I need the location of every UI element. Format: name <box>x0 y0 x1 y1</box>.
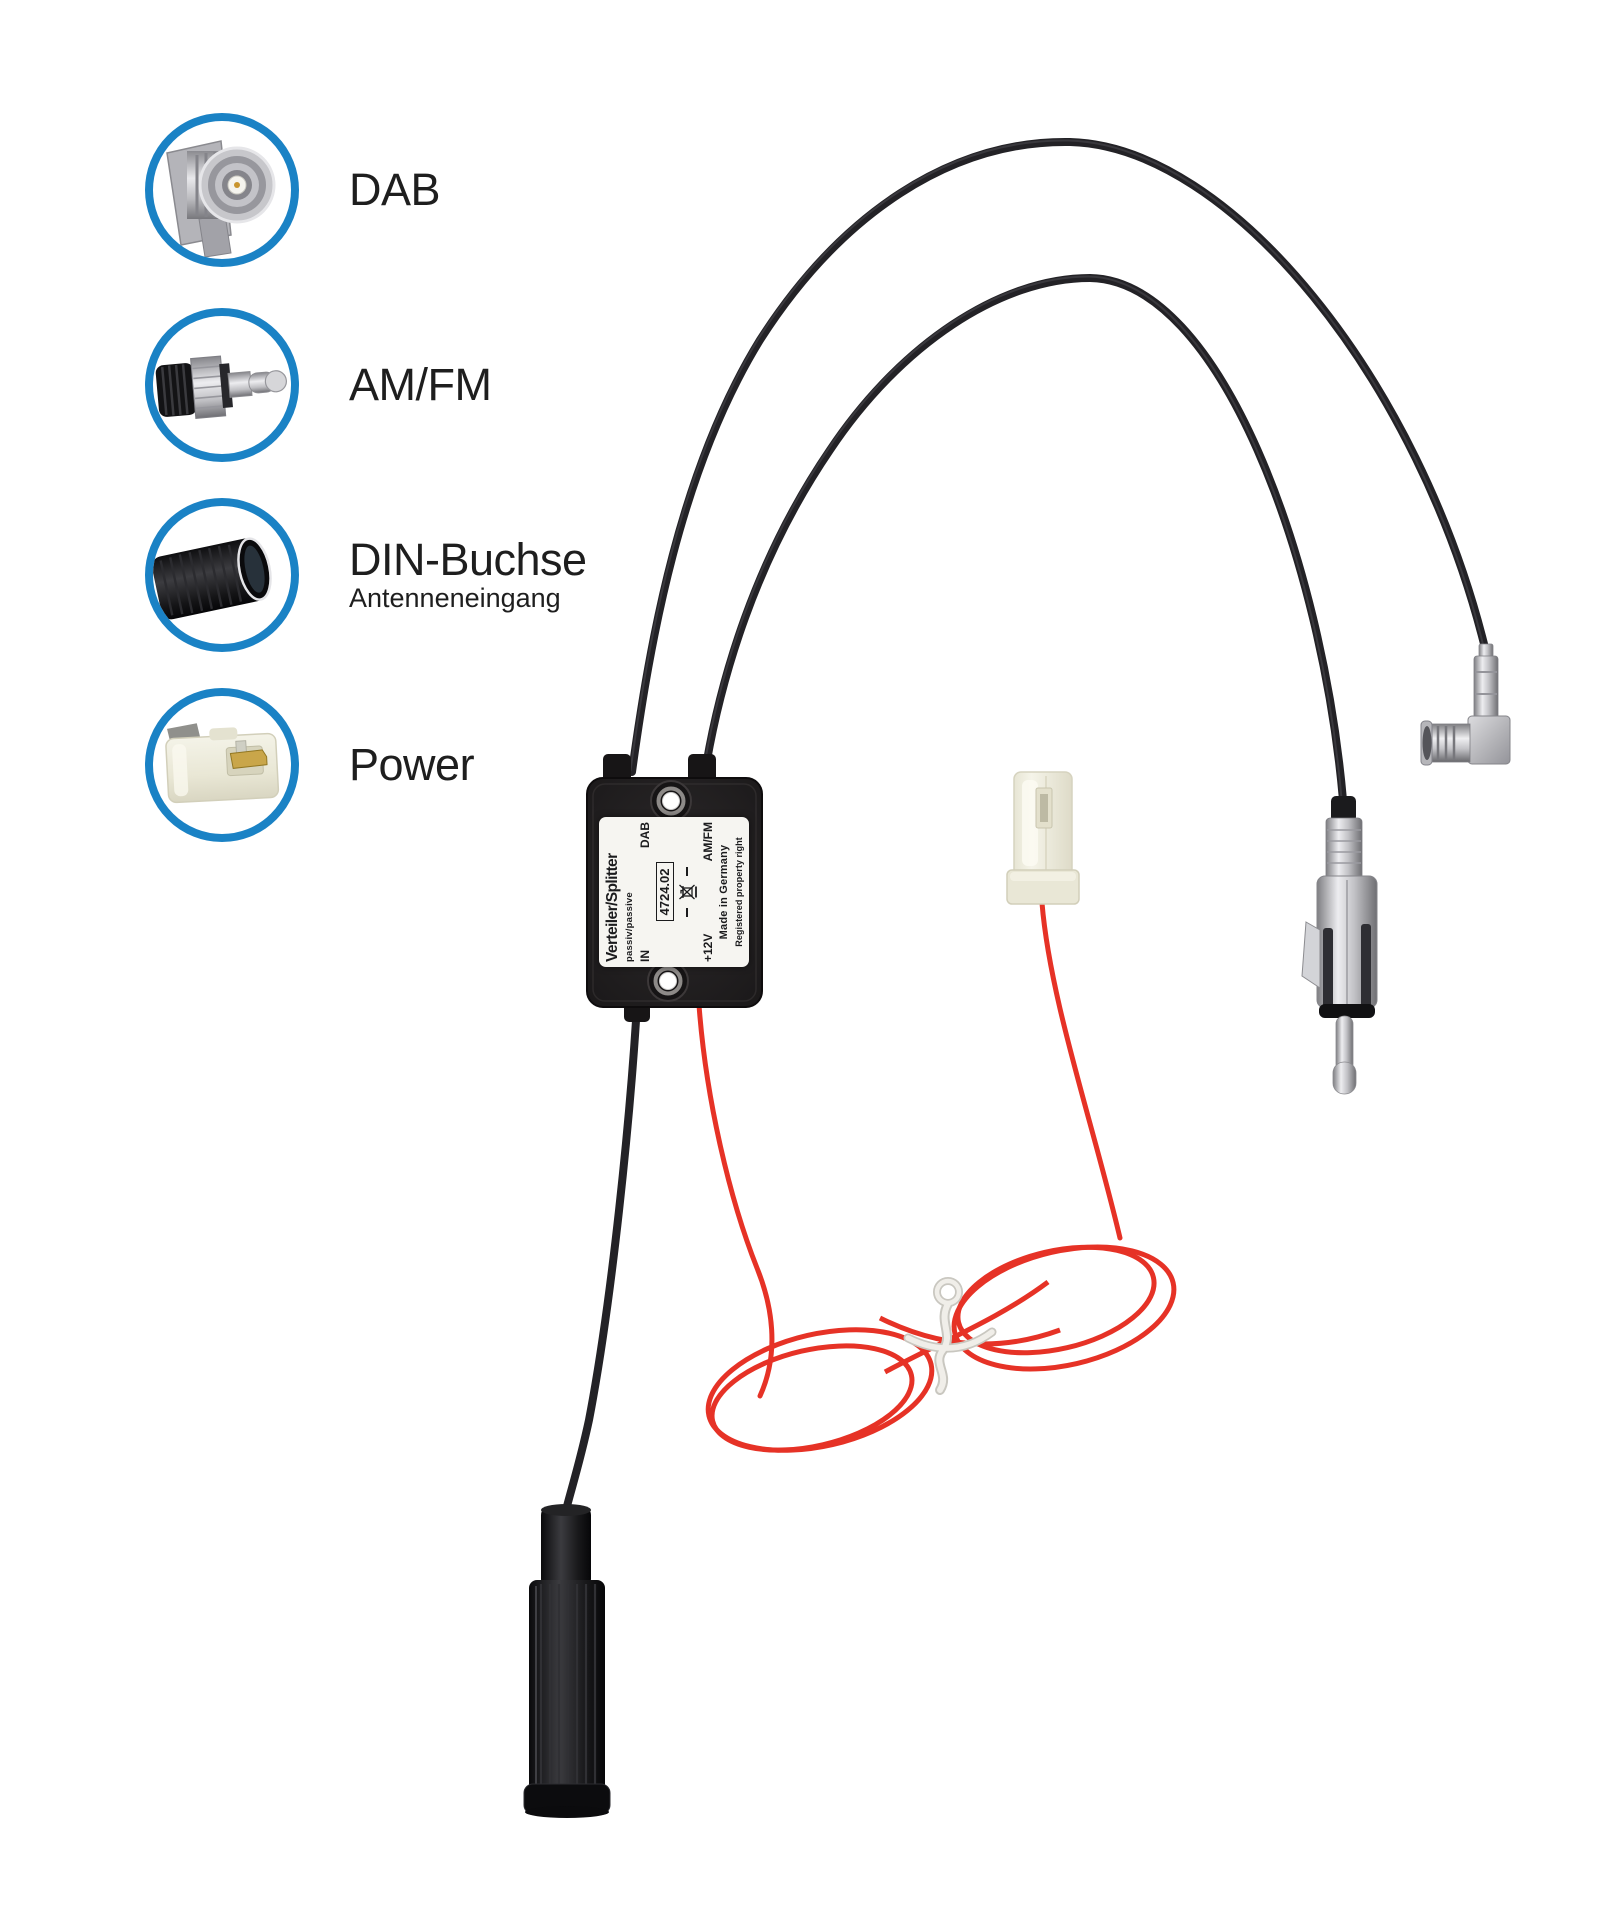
callout-power: Power <box>145 688 475 842</box>
label-dash <box>686 908 689 917</box>
antenna-input-cable <box>562 1001 641 1514</box>
amfm-cable <box>701 273 1347 804</box>
screw-hole-bottom <box>647 960 689 1002</box>
callout-label-dab: DAB <box>349 164 441 216</box>
splitter-label-port-in: IN <box>638 950 653 962</box>
splitter-label-rights: Registered property right <box>733 837 745 947</box>
power-connector <box>1006 771 1080 905</box>
callout-dab: DAB <box>145 113 441 267</box>
callout-amfm: AM/FM <box>145 308 492 462</box>
amfm-din-plug-icon <box>145 308 299 462</box>
splitter-port-amfm <box>688 754 716 782</box>
splitter-label-port-dab: DAB <box>638 822 653 848</box>
splitter-port-dab <box>603 754 631 782</box>
power-spade-connector-icon <box>145 688 299 842</box>
splitter-label-power-rating: +12V <box>700 933 715 962</box>
dab-right-angle-connector <box>1420 643 1511 766</box>
weee-crossed-bin-icon <box>679 884 698 900</box>
splitter-label-title: Verteiler/Splitter <box>604 853 621 962</box>
callout-din-buchse: DIN-Buchse Antenneneingang <box>145 498 587 652</box>
screw-hole-top <box>650 780 692 822</box>
label-dash <box>686 867 689 876</box>
splitter-label: Verteiler/Splitter passiv/passive IN DAB… <box>599 817 749 967</box>
din-antenna-socket-icon <box>145 498 299 652</box>
callout-label-din-buchse: DIN-Buchse <box>349 533 587 585</box>
power-wire-coil <box>705 1244 1177 1453</box>
splitter-model-number: 4724.02 <box>655 862 674 922</box>
callout-label-power: Power <box>349 739 475 791</box>
amfm-din-plug <box>1301 796 1378 1095</box>
dab-cable <box>628 137 1490 776</box>
dab-right-angle-connector-icon <box>145 113 299 267</box>
splitter-label-origin: Made in Germany <box>718 844 731 940</box>
twist-tie <box>903 1277 997 1395</box>
din-antenna-socket <box>523 1504 611 1818</box>
callout-label-amfm: AM/FM <box>349 359 492 411</box>
callout-sublabel-antenna-input: Antenneneingang <box>349 583 561 614</box>
splitter-label-port-amfm: AM/FM <box>700 822 715 862</box>
splitter-label-subtitle: passiv/passive <box>623 892 635 962</box>
